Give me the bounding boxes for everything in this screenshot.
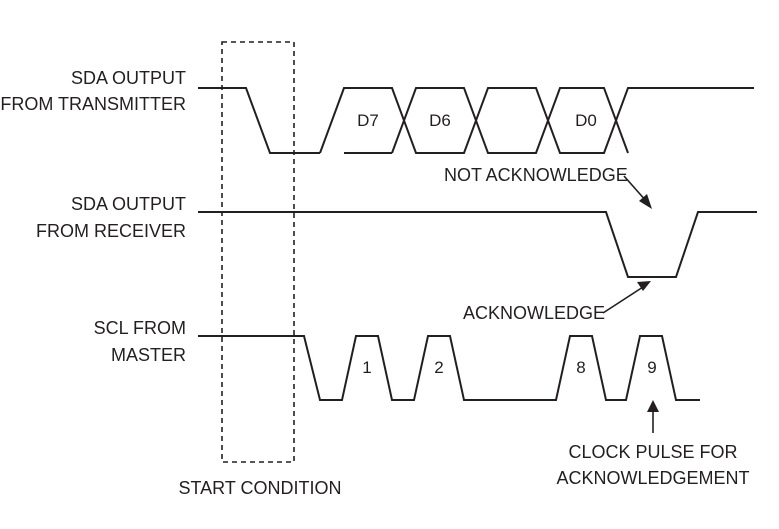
start-condition-label: START CONDITION (178, 478, 341, 498)
clock-pulse-2-label: 2 (434, 358, 443, 377)
sda-transmitter-waveform: D7 D6 D0 (198, 87, 754, 154)
clock-pulse-1-label: 1 (362, 358, 371, 377)
sda-transmitter-start-edge (198, 87, 320, 154)
acknowledge-label: ACKNOWLEDGE (463, 303, 605, 323)
scl-label-line1: SCL FROM (94, 318, 186, 338)
clock-pulse-arrowhead (647, 400, 659, 412)
not-acknowledge-arrowhead (639, 194, 652, 209)
clock-pulse-8-label: 8 (576, 358, 585, 377)
not-acknowledge-label: NOT ACKNOWLEDGE (444, 165, 628, 185)
acknowledge-arrowhead (637, 281, 651, 291)
bit-d6-label: D6 (429, 111, 451, 130)
sda-receiver-label-line1: SDA OUTPUT (71, 194, 186, 214)
sda-transmitter-label: SDA OUTPUT FROM TRANSMITTER (0, 68, 186, 114)
sda-receiver-label-line2: FROM RECEIVER (36, 221, 186, 241)
sda-receiver-waveform (198, 211, 757, 278)
sda-transmitter-data-bytes (319, 87, 754, 154)
scl-waveform (198, 335, 700, 401)
sda-transmitter-label-line2: FROM TRANSMITTER (0, 94, 186, 114)
clock-pulse-note-line2: ACKNOWLEDGEMENT (556, 468, 749, 488)
scl-label: SCL FROM MASTER (94, 318, 186, 365)
bit-d0-label: D0 (575, 111, 597, 130)
clock-pulse-labels: 1 2 8 9 (362, 358, 656, 377)
clock-pulse-9-label: 9 (647, 358, 656, 377)
acknowledge-arrow-line (602, 286, 644, 314)
sda-receiver-label: SDA OUTPUT FROM RECEIVER (36, 194, 186, 241)
start-condition-box (221, 41, 295, 463)
sda-transmitter-label-line1: SDA OUTPUT (71, 68, 186, 88)
scl-label-line2: MASTER (111, 345, 186, 365)
clock-pulse-note-line1: CLOCK PULSE FOR (568, 442, 737, 462)
bit-d7-label: D7 (357, 111, 379, 130)
